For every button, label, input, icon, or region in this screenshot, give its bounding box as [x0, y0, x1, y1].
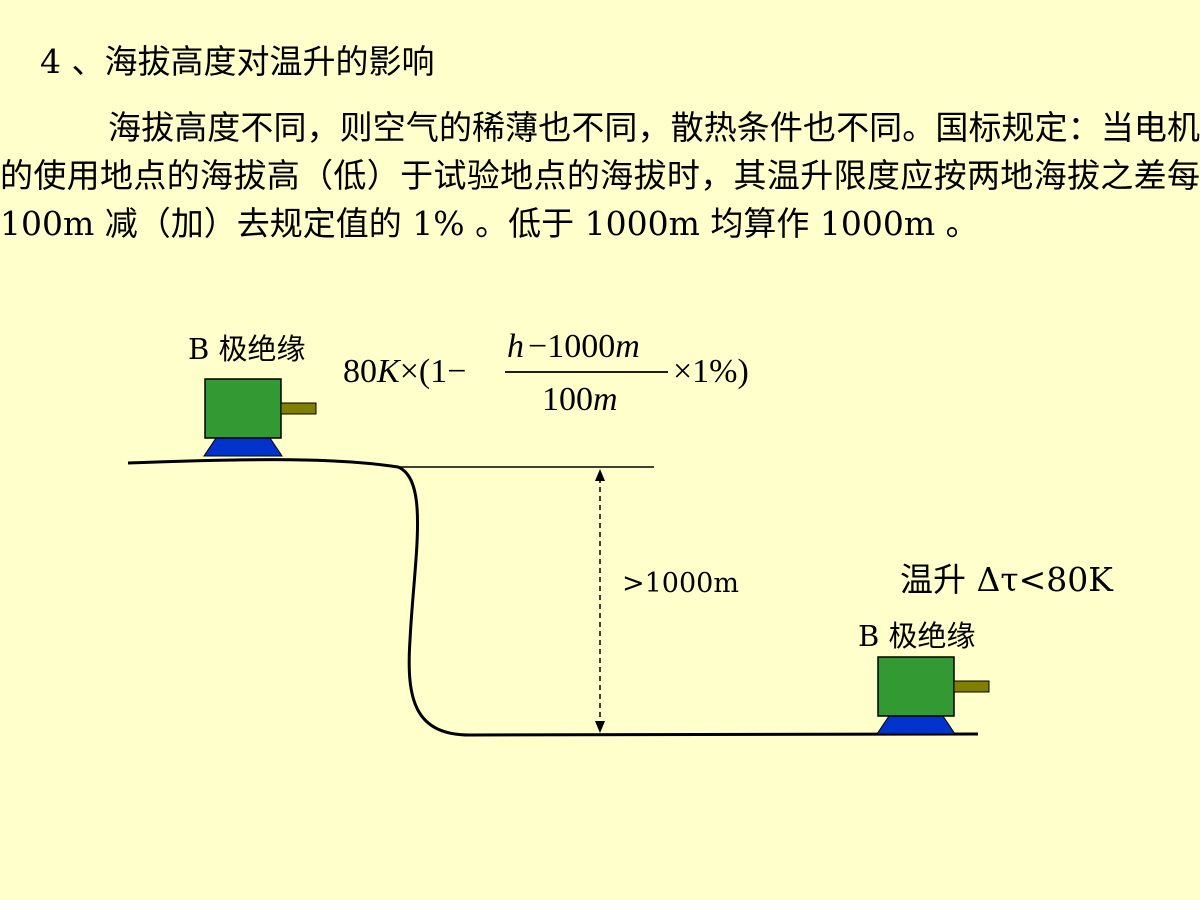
motor-low-altitude: [876, 656, 990, 735]
body-paragraph: 海拔高度不同，则空气的稀薄也不同，散热条件也不同。国标规定：当电机的使用地点的海…: [0, 108, 1200, 243]
formula-unit: K: [376, 353, 402, 390]
dimension-arrow-up: [595, 469, 605, 481]
bottom-motor-label: B 极绝缘: [858, 619, 976, 653]
formula-numerator: h−1000m: [507, 328, 640, 365]
formula-minus: −: [447, 353, 466, 390]
motor-base: [203, 437, 283, 457]
denominator-value: 100: [542, 381, 593, 418]
motor-base: [876, 715, 956, 735]
formula-tail: ×1%): [673, 353, 749, 390]
numerator-variable: h: [507, 328, 524, 365]
formula-base: 80: [343, 353, 377, 390]
altitude-difference-label: >1000m: [622, 568, 739, 599]
numerator-unit: m: [615, 328, 640, 365]
motor-shaft: [280, 402, 317, 415]
formula-times: ×: [400, 353, 419, 390]
temperature-limit-formula: 80K×(1− h−1000m 100m ×1%): [343, 328, 749, 418]
temperature-rise-label: 温升 Δτ<80K: [900, 560, 1113, 599]
numerator-minus: −: [528, 328, 547, 365]
dimension-arrow-down: [595, 721, 605, 733]
formula-denominator: 100m: [542, 381, 618, 418]
terrain-profile: [127, 458, 979, 737]
slide-heading: 4 、海拔高度对温升的影响: [40, 42, 435, 81]
denominator-unit: m: [593, 381, 618, 418]
motor-body: [204, 378, 282, 439]
motor-shaft: [953, 680, 990, 693]
numerator-value: 1000: [547, 328, 615, 365]
motor-high-altitude: [203, 378, 317, 457]
svg-text:80K×(1−: 80K×(1−: [343, 353, 466, 390]
motor-body: [877, 656, 955, 717]
formula-open: (1: [419, 353, 447, 390]
top-motor-label: B 极绝缘: [188, 332, 306, 366]
